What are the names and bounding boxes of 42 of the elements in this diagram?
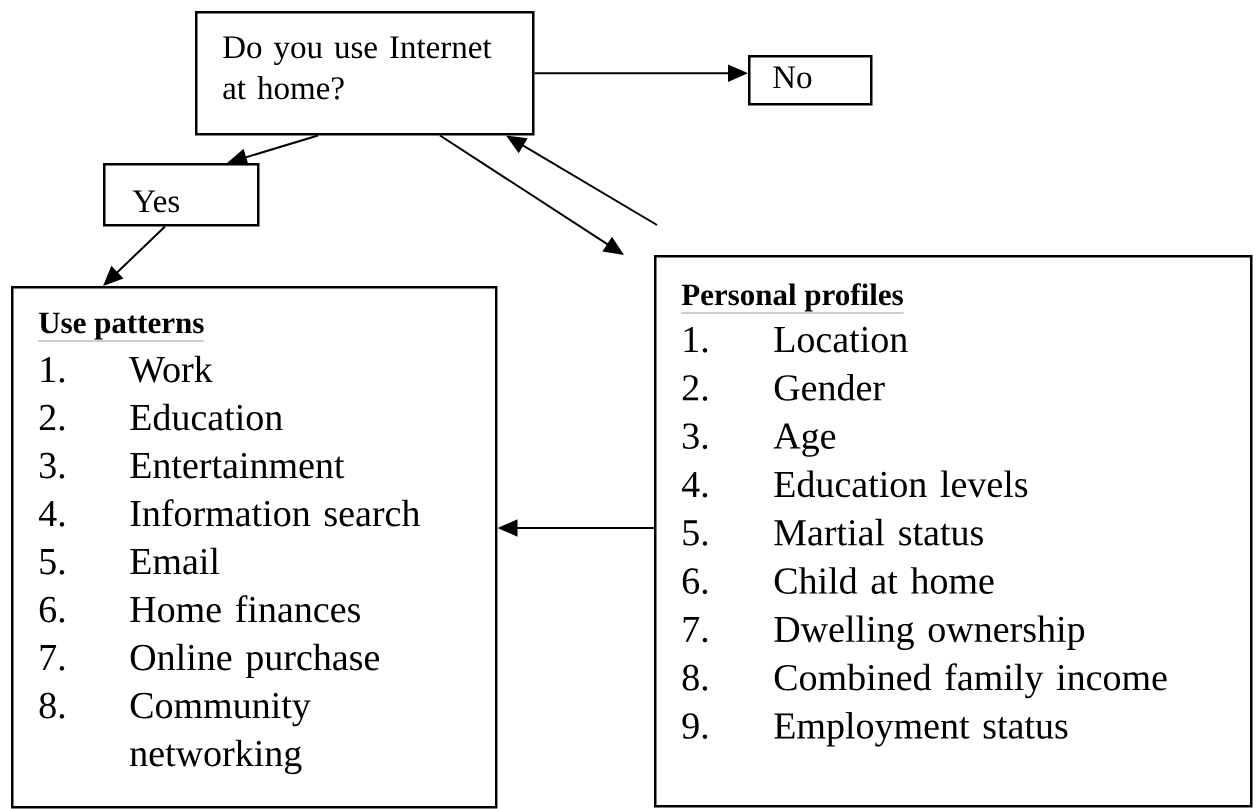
list-item: Email [130, 547, 220, 575]
list-number: 4. [38, 501, 65, 527]
list-number: 8. [39, 692, 65, 719]
list-item: Work [129, 355, 213, 383]
list-item: Combined family income [774, 663, 1167, 699]
list-item: Education levels [774, 470, 1028, 498]
question-box: Do you use Internet at home? [195, 11, 535, 136]
list-item: Gender [774, 373, 885, 401]
list-box [654, 255, 1253, 808]
list-item: Age [773, 423, 836, 457]
list-item: Entertainment [130, 452, 345, 479]
list-heading: Personal profiles [681, 283, 904, 314]
list-item: Martial status [774, 518, 983, 546]
list-item: Child at home [774, 567, 994, 594]
list-number: 3. [683, 423, 708, 450]
list-item: Information search [130, 499, 420, 527]
list-number: 2. [39, 404, 65, 431]
list-item: Location [774, 326, 908, 353]
list-number: 8. [682, 664, 708, 691]
list-number: 7. [683, 616, 708, 643]
list-number: 3. [40, 452, 65, 479]
list-number: 6. [682, 568, 708, 595]
list-number: 1. [684, 326, 708, 353]
list-item: Online purchase [130, 643, 379, 679]
list-item: Community networking [130, 692, 311, 775]
list-number: 5. [40, 549, 65, 575]
list-number: 7. [40, 645, 65, 671]
list-number: 1. [41, 356, 65, 383]
arrow [103, 225, 166, 286]
list-number: 4. [681, 471, 708, 498]
list-item: Education [130, 403, 283, 431]
list-item: Home finances [130, 595, 360, 623]
list-number: 9. [682, 713, 708, 739]
answer-box: Yes [103, 163, 260, 227]
list-item: Dwelling ownership [774, 615, 1085, 650]
list-box [11, 286, 498, 809]
list-number: 2. [682, 375, 708, 401]
list-number: 6. [39, 596, 65, 623]
list-number: 5. [683, 520, 708, 546]
answer-box: No [748, 55, 873, 106]
list-item: Employment status [774, 712, 1068, 747]
list-heading: Use patterns [38, 312, 205, 342]
